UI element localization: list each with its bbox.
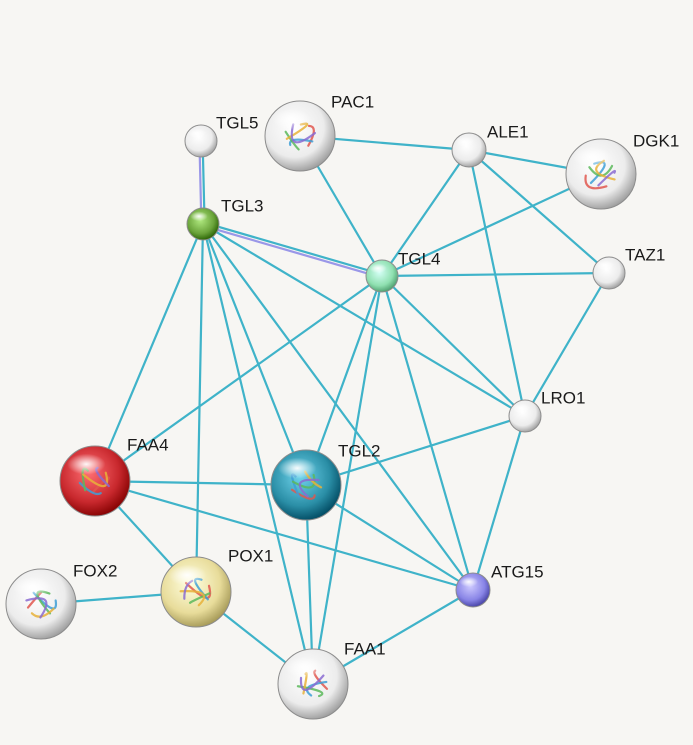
node-lro1[interactable]: LRO1 <box>508 388 585 433</box>
node-label-tgl5: TGL5 <box>216 113 259 132</box>
node-label-fox2: FOX2 <box>73 561 117 580</box>
edge-ale1-tgl4[interactable] <box>380 148 471 278</box>
node-taz1-gloss <box>596 260 614 271</box>
node-label-tgl2: TGL2 <box>338 441 381 460</box>
node-pox1-gloss <box>168 564 207 586</box>
node-lro1-gloss <box>512 403 530 414</box>
edge-tgl4-tgl2[interactable] <box>304 274 384 487</box>
node-tgl5-gloss <box>188 128 206 139</box>
node-faa1-gloss <box>285 656 324 678</box>
node-label-dgk1: DGK1 <box>633 131 679 150</box>
node-label-ale1: ALE1 <box>487 122 529 141</box>
node-taz1[interactable]: TAZ1 <box>592 245 665 290</box>
edge-tgl3-atg15[interactable] <box>201 222 475 592</box>
edge-tgl4-faa1[interactable] <box>311 274 384 686</box>
edge-lro1-tgl2[interactable] <box>304 414 527 487</box>
edge-tgl4-taz1[interactable] <box>380 271 611 278</box>
node-tgl4[interactable]: TGL4 <box>365 249 441 293</box>
edge-tgl3-lro1[interactable] <box>201 222 527 418</box>
node-tgl4-gloss <box>369 263 387 274</box>
node-label-taz1: TAZ1 <box>625 245 665 264</box>
edge-taz1-lro1[interactable] <box>523 271 611 418</box>
node-faa4[interactable]: FAA4 <box>59 435 169 517</box>
edge-tgl3-tgl4[interactable] <box>201 221 384 279</box>
node-pox1[interactable]: POX1 <box>160 546 273 628</box>
edge-tgl3-tgl4-line-a <box>201 224 383 279</box>
node-faa1[interactable]: FAA1 <box>277 639 386 720</box>
node-ale1-gloss <box>455 136 475 147</box>
edge-tgl3-pox1[interactable] <box>194 222 205 594</box>
edge-lro1-atg15[interactable] <box>471 414 527 592</box>
node-label-pac1: PAC1 <box>331 92 374 111</box>
node-tgl3-gloss <box>190 211 208 222</box>
node-faa4-gloss <box>67 453 106 475</box>
edge-tgl4-faa4[interactable] <box>93 274 384 483</box>
node-fox2[interactable]: FOX2 <box>5 561 117 640</box>
edge-tgl4-lro1[interactable] <box>380 274 527 418</box>
node-label-pox1: POX1 <box>228 546 273 565</box>
edge-tgl3-tgl4-line-b <box>202 221 384 276</box>
node-label-faa1: FAA1 <box>344 639 386 658</box>
edge-tgl3-faa1[interactable] <box>201 222 315 686</box>
node-label-atg15: ATG15 <box>491 562 544 581</box>
node-label-tgl3: TGL3 <box>221 196 264 215</box>
node-fox2-gloss <box>13 576 52 598</box>
node-label-tgl4: TGL4 <box>398 249 441 268</box>
node-dgk1[interactable]: DGK1 <box>565 131 679 210</box>
edge-faa4-atg15[interactable] <box>93 479 475 592</box>
edge-ale1-lro1[interactable] <box>467 148 527 418</box>
edge-ale1-taz1[interactable] <box>467 148 611 275</box>
node-ale1[interactable]: ALE1 <box>451 122 529 168</box>
node-atg15-gloss <box>459 576 479 587</box>
node-tgl5[interactable]: TGL5 <box>184 113 259 158</box>
edge-tgl4-atg15[interactable] <box>380 274 475 592</box>
node-atg15[interactable]: ATG15 <box>455 562 544 608</box>
node-pac1[interactable]: PAC1 <box>264 92 374 172</box>
node-tgl3[interactable]: TGL3 <box>186 196 264 241</box>
node-label-faa4: FAA4 <box>127 435 169 454</box>
node-tgl2[interactable]: TGL2 <box>270 441 381 521</box>
edge-dgk1-tgl4[interactable] <box>380 172 603 278</box>
node-dgk1-gloss <box>573 146 612 168</box>
node-label-lro1: LRO1 <box>541 388 585 407</box>
edge-tgl3-tgl2[interactable] <box>201 222 308 487</box>
edge-tgl3-faa4[interactable] <box>93 222 205 483</box>
node-pac1-gloss <box>272 108 311 130</box>
node-tgl2-gloss <box>278 457 317 479</box>
